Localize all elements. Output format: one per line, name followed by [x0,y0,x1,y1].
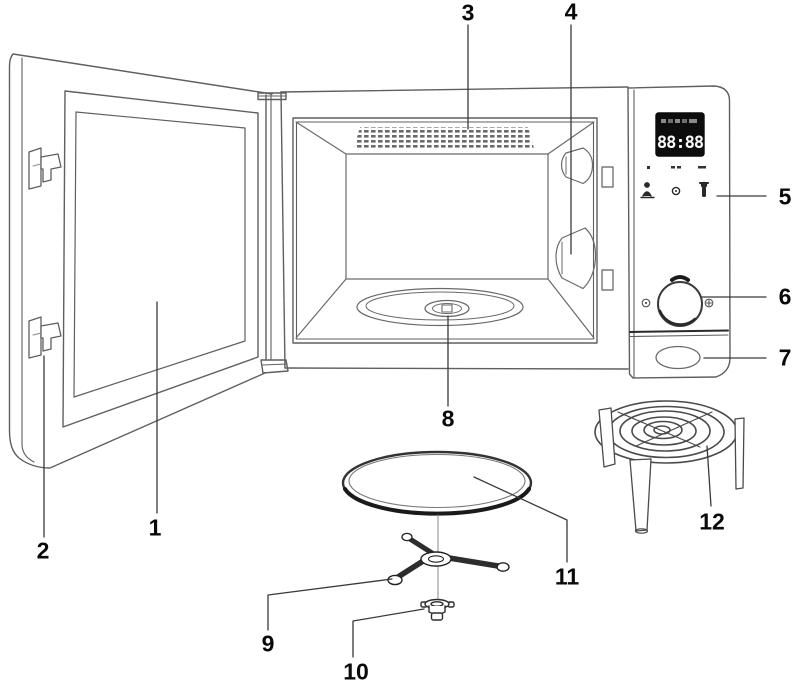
part-label-12: 12 [699,508,725,535]
rack-leg [629,458,652,532]
part-label-1: 1 [148,514,162,541]
display: 88:88 [655,112,705,157]
control-panel: 88:88 [627,85,731,379]
door-window-frame [62,90,259,428]
door-hinge-bottom-icon [260,359,289,374]
part-label-3: 3 [461,0,475,26]
door-window-glass [73,111,246,398]
grill-rack [594,400,745,534]
roller-wheel [496,562,510,572]
part-label-11: 11 [554,563,580,590]
part-label-10: 10 [343,658,369,685]
latch-hole-bottom [601,269,614,291]
part-label-5: 5 [778,183,792,210]
latch-hole-top [601,166,614,188]
part-label-7: 7 [778,344,792,371]
part-label-4: 4 [564,0,578,25]
turntable-recess [356,287,524,327]
turntable-coupling [420,598,455,621]
turntable-shaft [424,299,470,318]
touch-key-marks [647,166,706,169]
part-label-9: 9 [261,630,275,657]
dial-knob [641,275,714,327]
cavity-back-wall [345,153,549,280]
cavity-frame [292,117,598,344]
steam-food-icon [640,182,655,199]
increase-dot-icon [704,298,714,308]
display-time: 88:88 [657,133,704,153]
part-label-2: 2 [36,537,50,564]
rack-leg [734,417,745,490]
lamp-cover-top [560,147,594,185]
display-indicator-icons [661,119,697,123]
oven-door [8,53,289,469]
vent-holes [354,127,534,148]
grill-heat-icon [699,181,709,197]
waveguide-cover [555,227,597,290]
rack-leg [598,407,616,468]
part-label-6: 6 [778,283,792,310]
roller-ring-support [387,532,510,586]
oven-cavity [295,121,597,339]
roller-wheel [401,532,413,542]
part-label-8: 8 [441,405,455,432]
decrease-dot-icon [641,298,651,308]
leader-lines [43,24,767,658]
oven-body [280,86,629,370]
roller-wheel [387,574,403,586]
door-release-button [655,345,701,370]
glass-tray [341,450,533,516]
dial-pointer-icon [670,275,690,282]
clock-icon [671,186,681,196]
